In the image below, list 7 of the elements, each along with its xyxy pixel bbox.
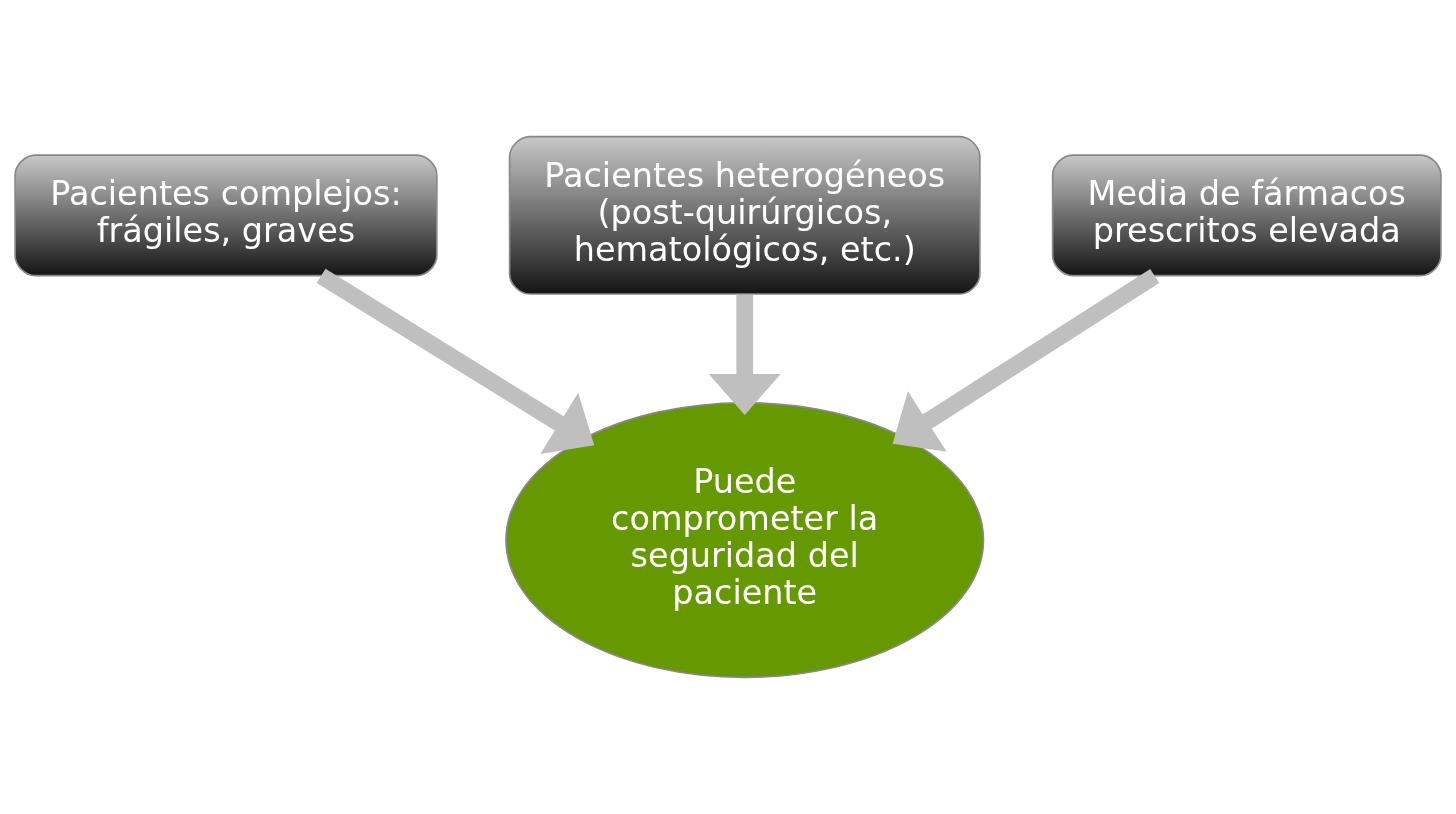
- node-box: Media de fármacos prescritos elevada: [1051, 154, 1442, 277]
- node-box: Pacientes complejos: frágiles, graves: [14, 154, 438, 277]
- arrow: [892, 268, 1160, 452]
- node-box: Pacientes heterogéneos (post-quirúrgicos, hematológicos, etc.): [508, 135, 981, 295]
- node-ellipse: Puede comprometer la seguridad del paciente: [505, 401, 985, 679]
- arrow: [316, 268, 595, 455]
- arrow: [708, 294, 781, 416]
